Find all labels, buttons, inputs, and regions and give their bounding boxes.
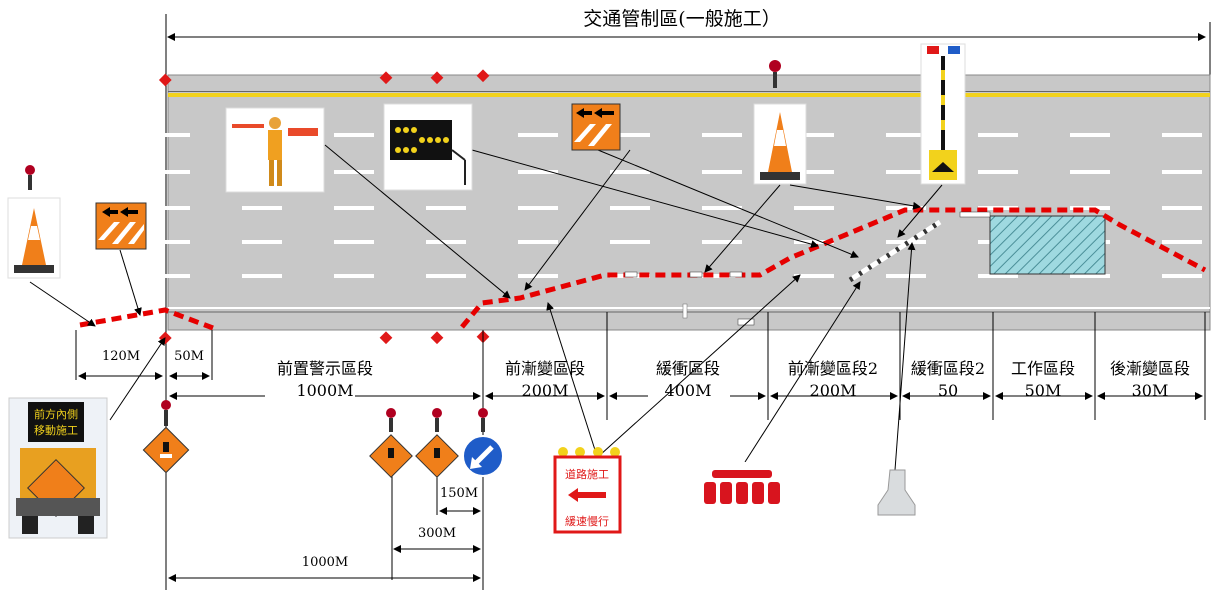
barrier-lights-icon <box>700 462 790 510</box>
warning-light-icon <box>769 60 781 88</box>
section-name-5: 工作區段 <box>1011 359 1075 378</box>
taper-line <box>79 207 1207 331</box>
section-name-3: 前漸變區段2 <box>788 359 878 378</box>
road-work-line1: 道路施工 <box>565 467 609 481</box>
arrow-board-icon <box>95 202 147 250</box>
warning-light-icon <box>386 408 488 432</box>
dim-label-50m: 50M <box>174 349 204 364</box>
truck-sign-line2: 移動施工 <box>34 423 78 437</box>
roadway <box>167 74 1211 331</box>
dim-label-300m: 300M <box>418 526 456 541</box>
road-work-line2: 緩速慢行 <box>565 515 609 528</box>
traffic-cone-icon <box>7 197 61 279</box>
warning-light-icon <box>25 165 35 190</box>
crash-truck-icon: 前方內側 移動施工 <box>8 397 108 539</box>
road-work-sign-icon: 道路施工 緩速慢行 <box>553 447 622 534</box>
section-name-6: 後漸變區段 <box>1110 359 1190 378</box>
traffic-cone-icon <box>753 103 807 185</box>
section-length-1: 200M <box>522 381 569 400</box>
dim-label-150m: 150M <box>440 486 478 501</box>
section-name-4: 緩衝區段2 <box>911 359 985 378</box>
section-name-2: 緩衝區段 <box>656 359 720 378</box>
section-name-1: 前漸變區段 <box>505 359 585 378</box>
truck-sign-line1: 前方內側 <box>34 407 78 421</box>
dim-label-120m: 120M <box>102 349 140 364</box>
diamond-work-sign-icon <box>142 426 190 474</box>
led-arrow-board-icon <box>383 103 473 191</box>
jersey-barrier-icon <box>877 469 916 516</box>
diamond-work-sign-icon <box>415 434 459 478</box>
diagram-title: 交通管制區(一般施工） <box>583 8 780 30</box>
flagger-icon <box>225 107 325 193</box>
section-length-5: 50M <box>1025 381 1062 400</box>
work-zone <box>989 215 1106 275</box>
section-length-3: 200M <box>810 381 857 400</box>
section-name-0: 前置警示區段 <box>277 359 373 378</box>
warning-light-icon <box>161 400 171 426</box>
channelizer-markers <box>624 211 991 278</box>
dim-label-1000m: 1000M <box>302 555 348 570</box>
light-pole-icon <box>920 43 966 185</box>
section-length-4: 50 <box>938 381 958 400</box>
keep-left-sign-icon <box>462 435 504 477</box>
section-length-6: 30M <box>1132 381 1169 400</box>
section-length-0: 1000M <box>296 381 353 400</box>
arrow-board-icon <box>571 103 621 151</box>
diamond-work-sign-icon <box>369 434 413 478</box>
